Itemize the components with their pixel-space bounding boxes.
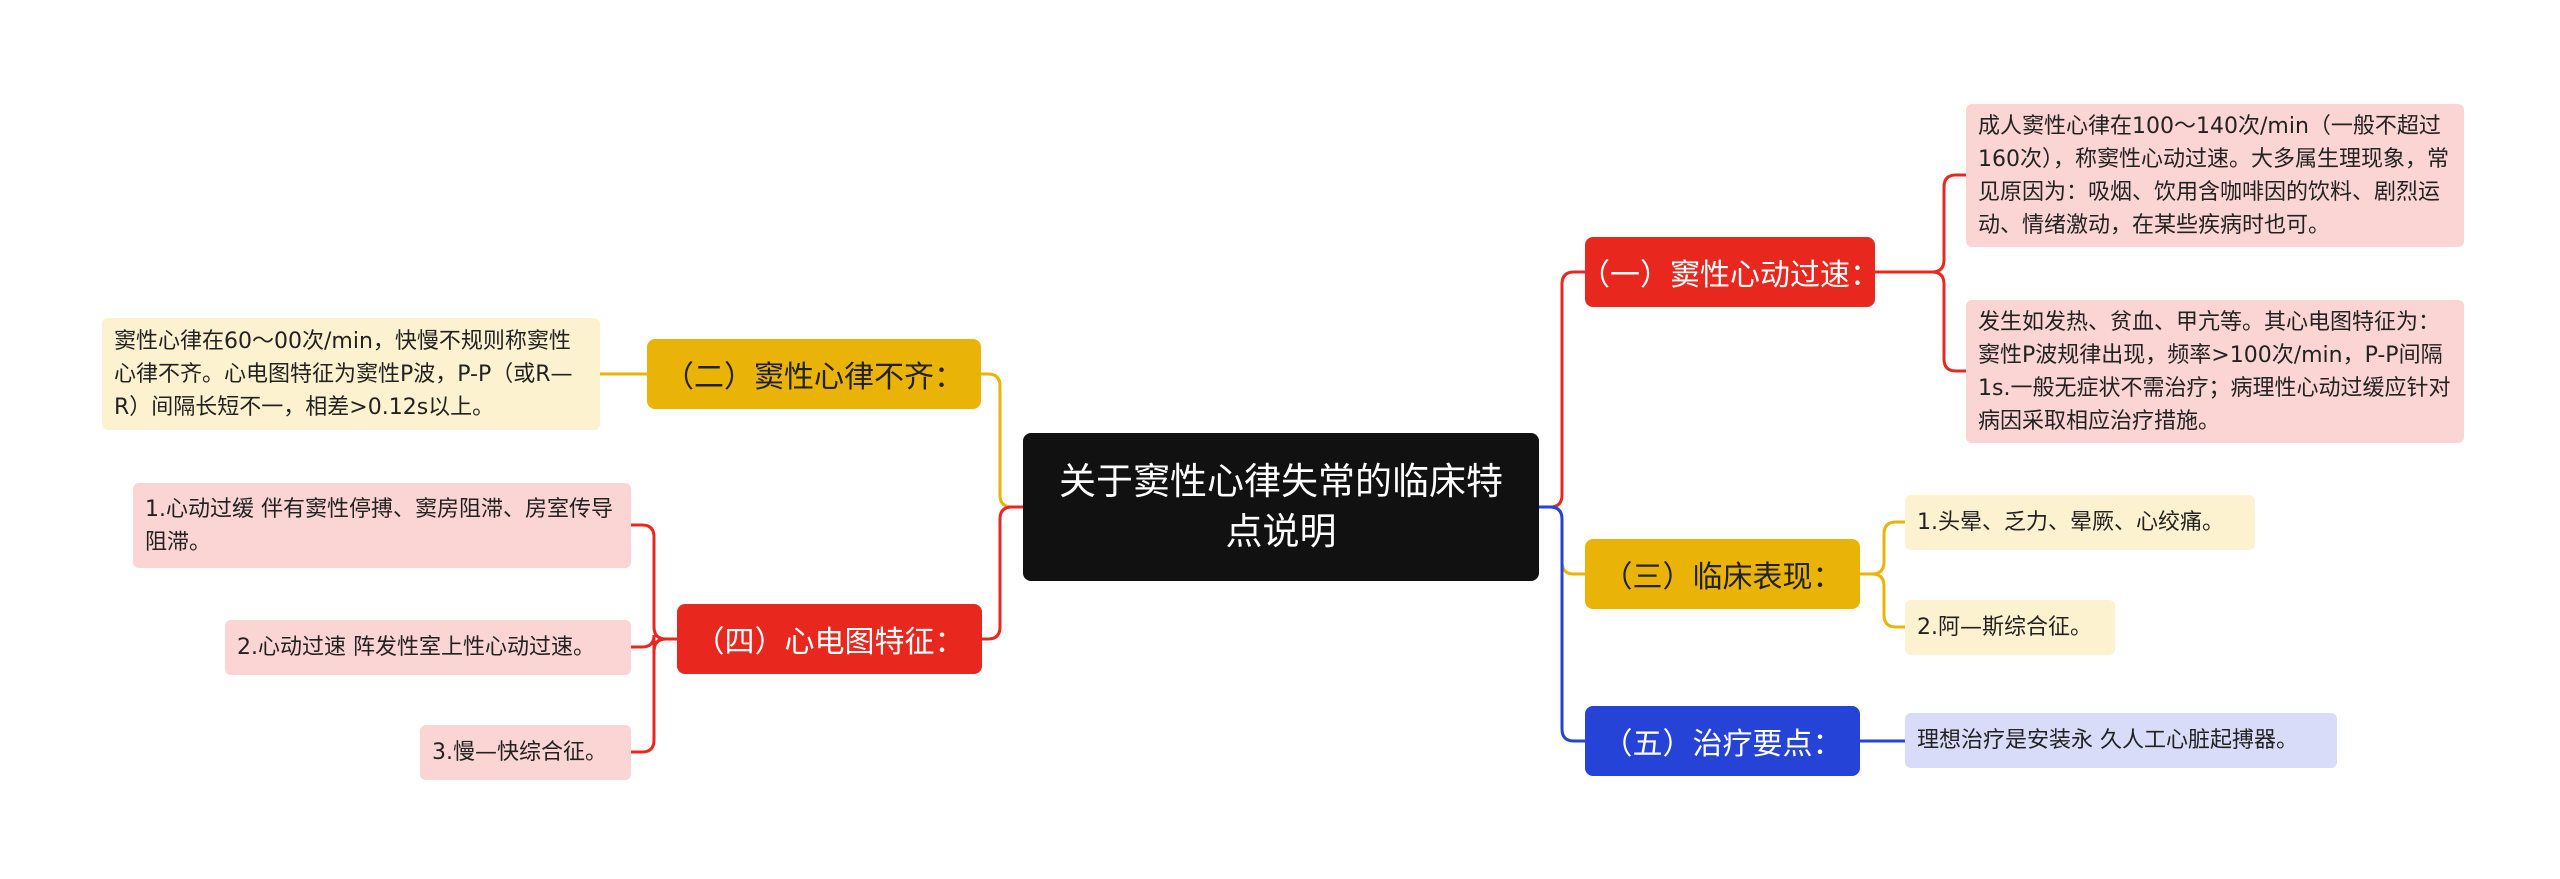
leaf-text: 1.头晕、乏力、晕厥、心绞痛。 [1917, 510, 2224, 535]
leaf-text: 成人窦性心律在100～140次/min（一般不超过160次），称窦性心动过速。大… [1978, 113, 2449, 238]
connector-b4-leaf3 [629, 637, 679, 754]
connector-center-b2 [979, 372, 1025, 509]
leaf-symptoms[interactable]: 1.头晕、乏力、晕厥、心绞痛。 [1905, 495, 2255, 550]
connector-b3-leaf1 [1858, 520, 1907, 576]
connector-center-b5 [1537, 505, 1587, 743]
branch-sinus-arrhythmia[interactable]: （二）窦性心律不齐： [647, 339, 981, 409]
branch-label: （五）治疗要点： [1602, 727, 1843, 762]
connector-b1-leaf1 [1873, 173, 1968, 274]
branch-ecg-features[interactable]: （四）心电图特征： [677, 604, 982, 674]
leaf-text: 3.慢—快综合征。 [432, 740, 607, 765]
branch-clinical-manifestations[interactable]: （三）临床表现： [1585, 539, 1860, 609]
branch-treatment[interactable]: （五）治疗要点： [1585, 706, 1860, 776]
leaf-tachycardia-ecg[interactable]: 发生如发热、贫血、甲亢等。其心电图特征为：窦性P波规律出现，频率>100次/mi… [1966, 300, 2464, 443]
leaf-text: 1.心动过缓 伴有窦性停搏、窦房阻滞、房室传导阻滞。 [145, 496, 613, 555]
branch-label: （四）心电图特征： [694, 625, 965, 660]
leaf-text: 2.阿—斯综合征。 [1917, 615, 2092, 640]
leaf-arrhythmia-definition[interactable]: 窦性心律在60～00次/min，快慢不规则称窦性心律不齐。心电图特征为窦性P波，… [102, 318, 600, 430]
leaf-adams-stokes[interactable]: 2.阿—斯综合征。 [1905, 600, 2115, 655]
connector-b4-leaf1 [629, 523, 679, 641]
branch-label: （三）临床表现： [1602, 560, 1843, 595]
connector-center-b3 [1537, 505, 1587, 576]
leaf-tachycardia-paroxysmal[interactable]: 2.心动过速 阵发性室上性心动过速。 [225, 620, 631, 675]
connector-center-b1 [1537, 270, 1587, 509]
branch-label: （一）窦性心动过速： [1580, 258, 1880, 293]
connector-b1-leaf2 [1873, 270, 1968, 373]
connector-b3-leaf2 [1858, 572, 1907, 629]
connector-b4-leaf2 [629, 634, 679, 652]
leaf-tachycardia-definition[interactable]: 成人窦性心律在100～140次/min（一般不超过160次），称窦性心动过速。大… [1966, 104, 2464, 247]
leaf-bradycardia[interactable]: 1.心动过缓 伴有窦性停搏、窦房阻滞、房室传导阻滞。 [133, 483, 631, 568]
leaf-text: 发生如发热、贫血、甲亢等。其心电图特征为：窦性P波规律出现，频率>100次/mi… [1978, 309, 2451, 434]
branch-sinus-tachycardia[interactable]: （一）窦性心动过速： [1580, 237, 1880, 307]
leaf-text: 窦性心律在60～00次/min，快慢不规则称窦性心律不齐。心电图特征为窦性P波，… [114, 328, 573, 420]
leaf-text: 理想治疗是安装永 久人工心脏起搏器。 [1917, 728, 2298, 753]
leaf-brady-tachy[interactable]: 3.慢—快综合征。 [420, 725, 631, 780]
central-topic[interactable]: 关于窦性心律失常的临床特点说明 [1023, 433, 1539, 581]
leaf-pacemaker[interactable]: 理想治疗是安装永 久人工心脏起搏器。 [1905, 713, 2337, 768]
connector-center-b4 [980, 505, 1025, 641]
branch-label: （二）窦性心律不齐： [664, 360, 964, 395]
leaf-text: 2.心动过速 阵发性室上性心动过速。 [237, 635, 595, 660]
central-topic-text: 关于窦性心律失常的临床特点说明 [1059, 460, 1503, 553]
